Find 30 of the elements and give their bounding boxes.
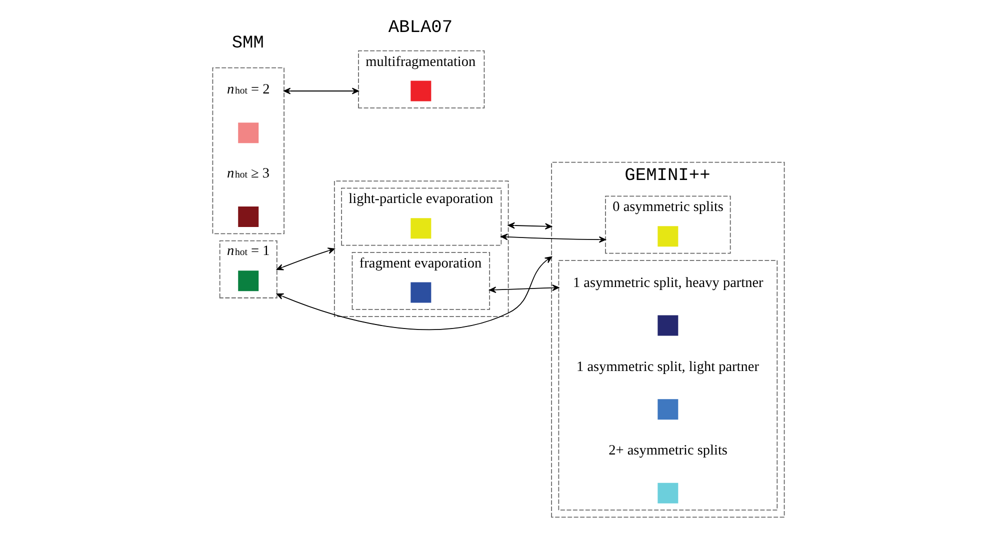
arrow [276,248,335,270]
cluster: multifragmentation [358,50,485,108]
node-text: nhot = 2 [226,81,270,98]
node-text: 1 asymmetric split, heavy partner [572,274,764,291]
node-text: 1 asymmetric split, light partner [576,358,759,375]
cluster: 0 asymmetric splits [605,196,731,254]
node-box [410,218,432,239]
arrow [500,234,606,243]
node-text: 2+ asymmetric splits [608,442,728,459]
node-box [658,226,678,247]
cluster [558,260,778,511]
cluster: light-particle evaporation [341,188,502,246]
node-text: nhot ≥ 3 [226,165,270,182]
label: ABLA07 [388,18,453,38]
node-box [658,399,678,420]
cluster: fragment evaporation [352,252,490,310]
cluster: nhot = 1 [219,240,278,298]
node-box [238,270,259,292]
cluster [212,67,284,234]
node-box [410,80,432,102]
node-box [658,482,678,504]
arrow [284,88,359,94]
arrow [276,256,552,330]
arrow [508,222,552,230]
arrow [489,284,560,294]
label: SMM [232,33,264,54]
node-box [238,206,259,227]
node-box [658,315,678,336]
node-box [238,122,259,144]
node-box [410,282,432,303]
